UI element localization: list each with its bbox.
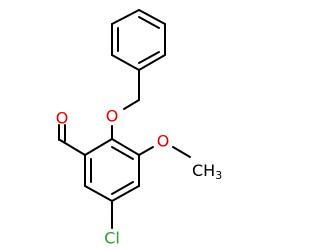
methyl-label: CH3 bbox=[192, 161, 222, 182]
methoxy-oxygen-label: O bbox=[157, 132, 170, 151]
main-benzene-ring bbox=[84, 138, 140, 202]
chlorine-label: Cl bbox=[104, 229, 120, 248]
benzylic-ch2-bonds bbox=[123, 69, 140, 110]
benzyl-phenyl-ring bbox=[111, 9, 166, 71]
aldehyde-group bbox=[58, 124, 86, 156]
chemical-structure-diagram: O O O CH3 Cl bbox=[56, 9, 222, 248]
methyl-subscript: 3 bbox=[215, 169, 222, 182]
methoxy-group bbox=[138, 146, 191, 158]
methyl-text: CH bbox=[192, 161, 215, 180]
ether-oxygen-label: O bbox=[106, 107, 119, 126]
structure-canvas: O O O CH3 Cl bbox=[55, 9, 223, 248]
aldehyde-oxygen-label: O bbox=[56, 109, 69, 128]
